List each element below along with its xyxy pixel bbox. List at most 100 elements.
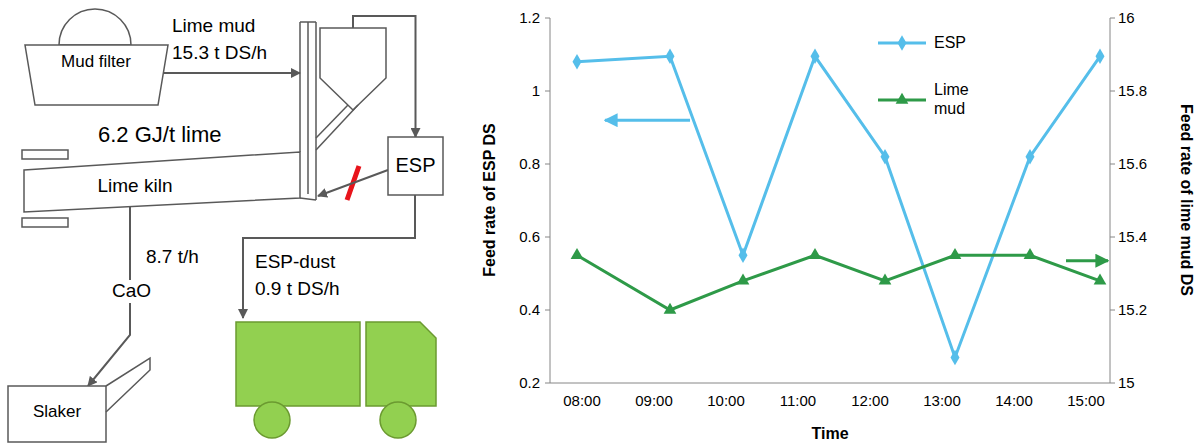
data-marker	[1026, 149, 1035, 165]
tick-mark	[1110, 237, 1115, 238]
tick-label: 0.8	[498, 155, 540, 173]
truck-body	[236, 322, 360, 406]
outline-stroke	[300, 21, 316, 23]
tick-label: 0.2	[498, 374, 540, 392]
tick-mark	[545, 310, 550, 311]
tick-label: 1.2	[498, 9, 540, 27]
tick-mark	[1110, 164, 1115, 165]
data-marker	[1094, 273, 1107, 284]
tick-label: 15	[1118, 374, 1135, 392]
axis-pointer	[605, 119, 690, 122]
flow-arrow	[318, 170, 388, 196]
data-marker	[666, 49, 675, 65]
tick-mark	[545, 164, 550, 165]
filter-shape: Mud filter	[25, 8, 168, 105]
data-marker	[879, 273, 892, 284]
data-marker	[664, 303, 677, 314]
flow-label: CaO	[110, 280, 153, 303]
legend-marker	[898, 35, 907, 51]
axis-line	[550, 18, 551, 383]
slaker-shape: Slaker	[8, 356, 152, 444]
tick-label: 15.2	[1118, 301, 1147, 319]
dust-line	[243, 195, 415, 318]
node-label: Lime kiln	[70, 174, 200, 198]
data-marker	[1024, 248, 1037, 259]
data-marker	[809, 248, 822, 259]
flow-label: ESP-dust 0.9 t DS/h	[255, 248, 355, 302]
tick-label: 08:00	[556, 392, 608, 410]
axis-title: Feed rate of ESP DS	[480, 123, 499, 277]
flow-arrow	[162, 72, 300, 74]
process-box: ESP	[388, 137, 443, 195]
tick-mark	[1110, 383, 1115, 384]
tick-label: 1	[498, 82, 540, 100]
series-line	[577, 56, 1100, 357]
outline-stroke	[300, 198, 316, 200]
legend-sample	[878, 35, 926, 51]
outline-stroke	[24, 152, 300, 212]
chart	[545, 18, 1115, 383]
outline-stroke	[316, 105, 358, 150]
outline-stroke	[106, 358, 150, 412]
data-marker	[949, 248, 962, 259]
truck-cab	[366, 322, 436, 406]
tick-mark	[545, 383, 550, 384]
outline-stroke	[320, 28, 386, 110]
legend-text: ESP	[934, 33, 984, 52]
tick-mark	[545, 18, 550, 19]
data-marker	[951, 350, 960, 366]
legend-sample	[878, 93, 926, 104]
axis-pointer	[1066, 259, 1108, 262]
data-marker	[573, 54, 582, 70]
axis-title: Feed rate of lime mud DS	[1176, 104, 1195, 296]
outline-stroke	[22, 218, 68, 227]
outline-stroke	[8, 386, 106, 442]
legend-marker	[896, 93, 909, 104]
tick-label: 0.4	[498, 301, 540, 319]
outline-stroke	[315, 22, 317, 200]
tick-label: 12:00	[844, 392, 896, 410]
data-marker	[811, 49, 820, 65]
axis-title: Time	[800, 424, 860, 443]
node-label: ESP	[388, 153, 443, 177]
data-marker	[739, 247, 748, 263]
tick-mark	[545, 237, 550, 238]
tick-label: 15.8	[1118, 82, 1147, 100]
tick-label: 15:00	[1060, 392, 1112, 410]
tick-label: 16	[1118, 9, 1135, 27]
tick-mark	[545, 91, 550, 92]
data-series	[571, 248, 1107, 314]
outline-stroke	[25, 45, 168, 105]
outline-stroke	[388, 137, 443, 195]
truck-wheel	[254, 402, 290, 438]
data-marker	[571, 248, 584, 259]
flow-label: Lime mud 15.3 t DS/h	[172, 12, 284, 66]
axis-line	[1110, 18, 1111, 383]
data-series	[573, 49, 1105, 366]
node-label: Slaker	[8, 401, 106, 423]
tick-label: 13:00	[916, 392, 968, 410]
tick-label: 0.6	[498, 228, 540, 246]
tick-mark	[1110, 18, 1115, 19]
data-marker	[881, 149, 890, 165]
outline-stroke	[59, 9, 131, 45]
tick-label: 15.4	[1118, 228, 1147, 246]
energy-label: 6.2 GJ/t lime	[98, 122, 221, 148]
flow-label: 8.7 t/h	[146, 246, 199, 269]
tick-mark	[1110, 91, 1115, 92]
axis-line	[550, 383, 1110, 384]
truck-wheel	[380, 402, 416, 438]
truck	[236, 322, 436, 438]
data-marker	[1096, 49, 1105, 65]
tick-label: 14:00	[988, 392, 1040, 410]
tick-label: 10:00	[700, 392, 752, 410]
data-marker	[737, 273, 750, 284]
outline	[8, 356, 152, 444]
series-line	[577, 255, 1100, 310]
tick-mark	[1110, 310, 1115, 311]
